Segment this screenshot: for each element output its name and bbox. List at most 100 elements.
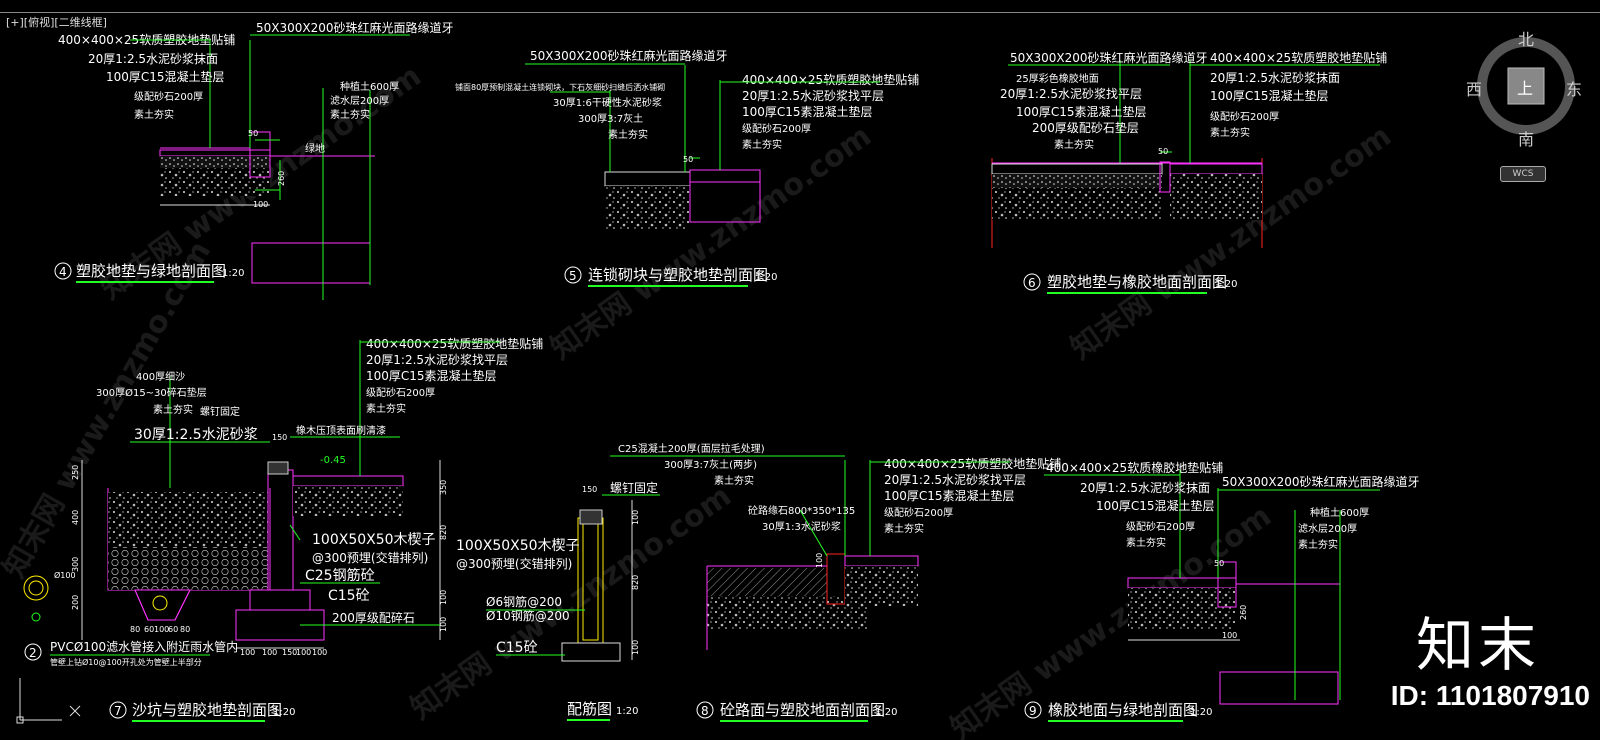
detail-4-section[interactable]: 400×400×25软质塑胶地垫贴铺 20厚1:2.5水泥砂浆抹面 100厚C1… <box>54 20 454 300</box>
d4-grade-label: 绿地 <box>305 142 325 155</box>
compass-west[interactable]: 西 <box>1466 80 1483 99</box>
d8-right-note-2: 20厚1:2.5水泥砂浆找平层 <box>884 472 1026 487</box>
view-cube-compass[interactable]: 北 南 东 西 上 <box>1466 30 1582 150</box>
rebar-scale: 1:20 <box>616 706 638 717</box>
d7-title: 沙坑与塑胶地垫剖面图 <box>132 701 282 719</box>
detail-7-section[interactable]: 400厚细沙 300厚Ø15~30碎石垫层 素土夯实 螺钉固定 30厚1:2.5… <box>23 336 543 722</box>
d5-number: 5 <box>569 269 577 283</box>
d8-left-note-3: 素土夯实 <box>714 474 754 487</box>
d4-top-note: 50X300X200砂珠红麻光面路缘道牙 <box>256 20 454 35</box>
d9-dim-50: 50 <box>1214 559 1224 568</box>
d6-left-note-3: 100厚C15素混凝土垫层 <box>1016 104 1147 119</box>
d7-right-note-1: 400×400×25软质塑胶地垫贴铺 <box>366 336 543 351</box>
d7-pipe-dim-2: 60 <box>144 625 154 634</box>
d7-right-note-5: 素土夯实 <box>366 402 406 415</box>
d6-number: 6 <box>1028 276 1036 290</box>
d6-left-note-5: 素土夯实 <box>1054 138 1094 151</box>
d7-dim-r2: 820 <box>439 525 448 540</box>
d7-left-note-3: 素土夯实 <box>153 403 193 416</box>
rebar-detail[interactable]: 螺钉固定 100X50X50木楔子 @300预埋(交错排列) Ø6钢筋@200 … <box>456 480 660 721</box>
detail-6-section[interactable]: 50X300X200砂珠红麻光面路缘道牙 25厚彩色橡胶地面 20厚1:2.5水… <box>991 50 1387 294</box>
d9-right-note-2: 滤水层200厚 <box>1298 522 1357 535</box>
d5-right-note-2: 20厚1:2.5水泥砂浆找平层 <box>742 88 884 103</box>
d7-pipe-dim-5: 80 <box>180 625 190 634</box>
d9-left-note-3: 100厚C15混凝土垫层 <box>1096 498 1215 513</box>
d7-dim-b1: 100 <box>240 648 255 657</box>
d9-dim-100: 100 <box>1222 631 1237 640</box>
compass-east[interactable]: 东 <box>1566 80 1583 99</box>
d7-dim-l3: 300 <box>71 557 80 572</box>
d7-screw: 螺钉固定 <box>200 405 240 418</box>
rebar-bars-1: Ø6钢筋@200 <box>486 594 562 609</box>
rebar-block: 100X50X50木楔子 <box>456 538 580 554</box>
compass-south[interactable]: 南 <box>1518 130 1535 149</box>
d9-title: 橡胶地面与绿地剖面图 <box>1048 701 1198 719</box>
d4-note-3: 100厚C15混凝土垫层 <box>106 69 225 84</box>
d5-right-note-5: 素土夯实 <box>742 138 782 151</box>
d5-title: 连锁砌块与塑胶地垫剖面图 <box>588 266 768 284</box>
d4-dim-260: 260 <box>277 171 286 186</box>
d4-number: 4 <box>59 265 67 279</box>
d7-pipe-dim-3: 100 <box>154 625 169 634</box>
compass-top-face[interactable]: 上 <box>1517 79 1534 98</box>
cad-title-bar <box>0 0 1600 13</box>
d7-dim-l2: 400 <box>71 510 80 525</box>
d8-left-note-1: C25混凝土200厚(面层拉毛处理) <box>618 442 765 455</box>
d9-scale: 1:20 <box>1190 707 1212 718</box>
d9-top-note: 50X300X200砂珠红麻光面路缘道牙 <box>1222 474 1420 489</box>
compass-north[interactable]: 北 <box>1518 30 1535 49</box>
d6-right-note-4: 级配砂石200厚 <box>1210 110 1279 123</box>
ucs-axis-icon <box>16 678 81 724</box>
d7-mortar: 30厚1:2.5水泥砂浆 <box>134 427 258 443</box>
d5-left-note-3: 300厚3:7灰土 <box>578 112 643 125</box>
d8-number: 8 <box>701 704 709 718</box>
d4-scale: 1:20 <box>222 268 244 279</box>
rebar-dim-4: 100 <box>631 640 640 655</box>
d9-left-note-5: 素土夯实 <box>1126 536 1166 549</box>
d4-note-2: 20厚1:2.5水泥砂浆抹面 <box>88 51 218 66</box>
d8-scale: 1:20 <box>875 707 897 718</box>
detail-9-section[interactable]: 400×400×25软质橡胶地垫贴铺 20厚1:2.5水泥砂浆抹面 100厚C1… <box>1024 460 1420 722</box>
d7-dim-l1: 250 <box>71 465 80 480</box>
d9-dim-260: 260 <box>1239 605 1248 620</box>
rebar-dim-2: 100 <box>631 510 640 525</box>
rebar-block-2: @300预埋(交错排列) <box>456 556 572 571</box>
d7-dim-r1: 350 <box>439 480 448 495</box>
brand-logo: 知末 <box>1415 611 1540 679</box>
d5-left-note-4: 素土夯实 <box>608 128 648 141</box>
d6-title: 塑胶地垫与橡胶地面剖面图 <box>1047 273 1227 291</box>
d5-left-note-2: 30厚1:6干硬性水泥砂浆 <box>553 96 662 109</box>
d4-right-note-3: 素土夯实 <box>330 108 370 121</box>
d6-right-note-2: 20厚1:2.5水泥砂浆抹面 <box>1210 70 1340 85</box>
d7-pvc: PVCØ100滤水管接入附近雨水管内 <box>50 639 238 654</box>
d7-circle-ref: 2 <box>29 646 37 660</box>
d5-left-note-1: 铺面80厚预制混凝土连锁砌块，下石灰细砂扫缝后洒水铺砌 <box>455 82 665 92</box>
d4-dim-50: 50 <box>248 129 258 138</box>
watermark: 知末网 www.znzmo.com <box>1065 119 1398 367</box>
d7-left-note-1: 400厚细沙 <box>136 370 185 383</box>
d9-right-note-3: 素土夯实 <box>1298 538 1338 551</box>
d7-c25: C25钢筋砼 <box>305 567 375 584</box>
d4-title: 塑胶地垫与绿地剖面图 <box>76 262 226 280</box>
rebar-bars-2: Ø10钢筋@200 <box>486 608 570 623</box>
rebar-title: 配筋图 <box>567 700 612 718</box>
d7-dim-b5: 100 <box>312 648 327 657</box>
d7-block: 100X50X50木楔子 <box>312 532 436 548</box>
detail-8-section[interactable]: C25混凝土200厚(面层拉毛处理) 300厚3:7灰土(两步) 素土夯实 砼路… <box>610 442 1061 722</box>
d8-title: 砼路面与塑胶地面剖面图 <box>720 701 885 719</box>
rebar-c15: C15砼 <box>496 640 538 656</box>
d7-number: 7 <box>114 704 122 718</box>
d6-left-note-1: 25厚彩色橡胶地面 <box>1016 72 1099 85</box>
d6-left-note-2: 20厚1:2.5水泥砂浆找平层 <box>1000 86 1142 101</box>
d9-right-note-1: 种植土600厚 <box>1310 506 1369 519</box>
d8-right-note-5: 素土夯实 <box>884 522 924 535</box>
d4-dim-100: 100 <box>253 200 268 209</box>
detail-5-section[interactable]: 50X300X200砂珠红麻光面路缘道牙 铺面80厚预制混凝土连锁砌块，下石灰细… <box>455 48 919 287</box>
wcs-menu-button[interactable]: WCS <box>1500 166 1546 182</box>
resource-id-label: ID: 1101807910 <box>1390 680 1590 711</box>
d6-scale: 1:20 <box>1215 279 1237 290</box>
viewport-label[interactable]: [+][俯视][二维线框] <box>6 16 107 29</box>
d5-scale: 1:20 <box>755 272 777 283</box>
d5-dim-50: 50 <box>683 155 693 164</box>
